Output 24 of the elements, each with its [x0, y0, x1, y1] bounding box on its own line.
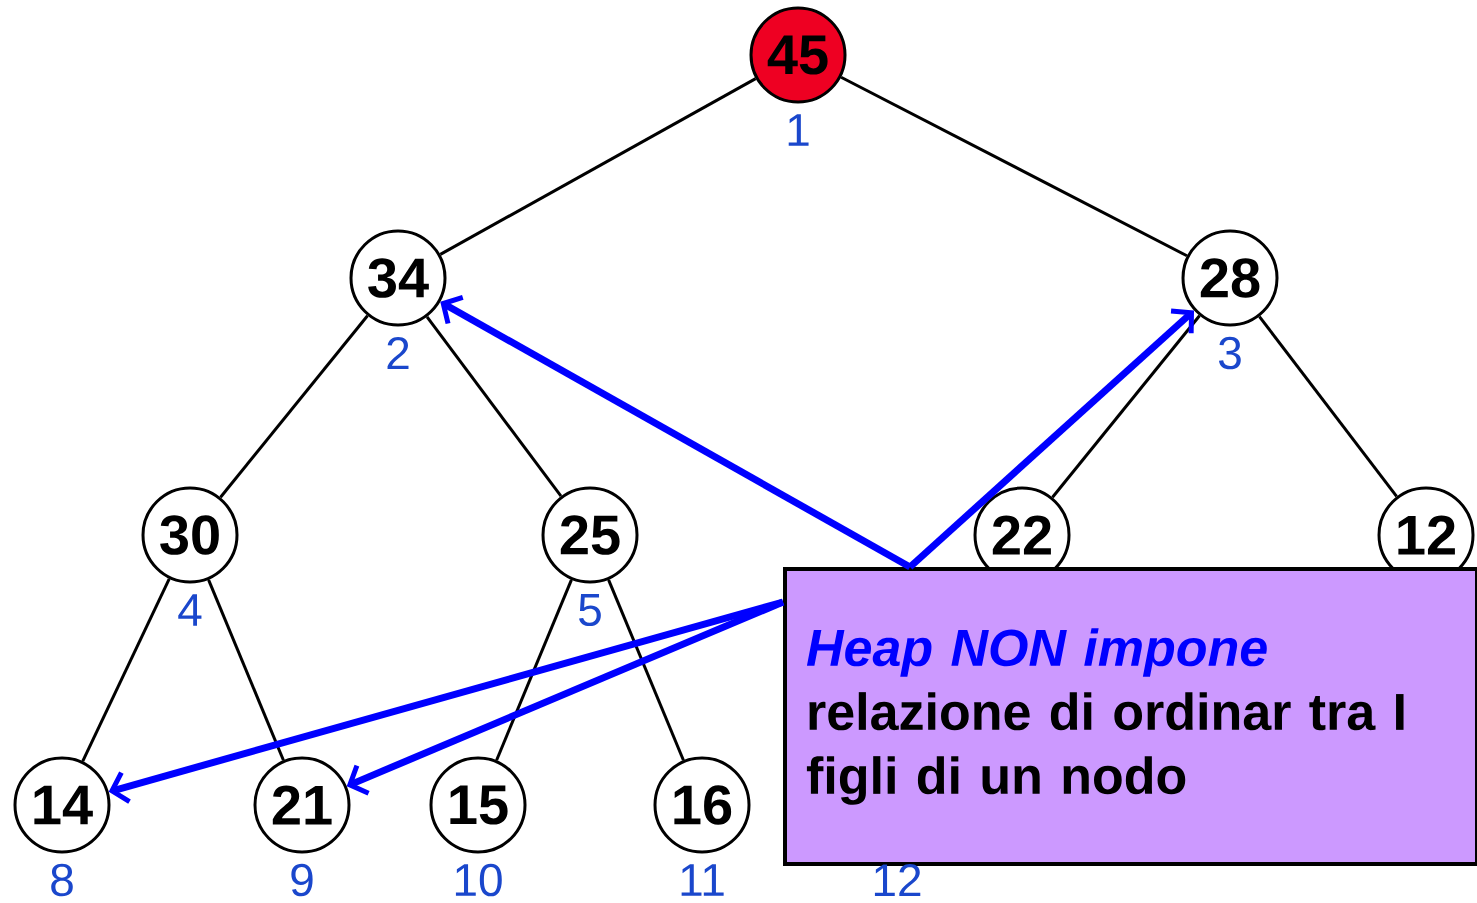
index-number: 5 [579, 593, 601, 627]
index-number: 9 [291, 863, 313, 897]
arrow [440, 294, 912, 571]
index-number: 11 [681, 864, 724, 896]
index-number: 8 [51, 863, 73, 897]
tree-edge [219, 314, 369, 499]
arrow [108, 598, 784, 804]
tree-edge [495, 579, 573, 761]
tree-edge [1258, 315, 1398, 498]
index-number: 2 [387, 336, 409, 370]
arrow [346, 598, 785, 796]
tree-edge [81, 578, 171, 762]
index-number: 4 [178, 594, 202, 626]
tree-edge [425, 315, 563, 498]
tree-edge [439, 77, 757, 256]
index-number: 10 [455, 863, 502, 897]
tree-edge [840, 75, 1188, 258]
index-number: 12 [874, 863, 921, 897]
arrow [907, 308, 1195, 570]
index-number: 3 [1219, 336, 1241, 370]
tree-edge [607, 579, 685, 761]
tree-edge [207, 579, 285, 761]
index-number: 1 [788, 114, 809, 146]
tree-edge [1051, 314, 1201, 499]
